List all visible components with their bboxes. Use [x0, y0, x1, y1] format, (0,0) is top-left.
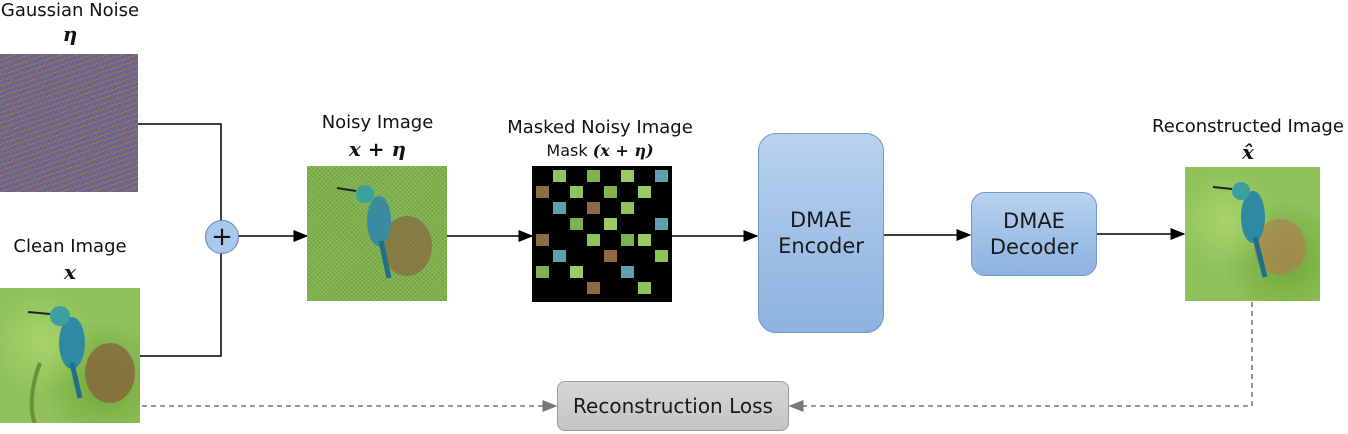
mask-visible-patch — [621, 170, 634, 182]
dmae-decoder-block: DMAE Decoder — [971, 192, 1097, 276]
clean-to-sum-line — [140, 251, 222, 357]
mask-visible-patch — [570, 266, 583, 278]
encoder-line2: Encoder — [778, 234, 864, 258]
gaussian-noise-symbol: η — [62, 22, 78, 46]
mask-visible-patch — [587, 202, 600, 214]
recon-to-loss-dashed — [788, 302, 1253, 412]
dmae-encoder-block: DMAE Encoder — [758, 133, 884, 333]
clean-image-symbol: x — [64, 260, 76, 284]
mask-visible-patch — [536, 186, 549, 198]
mask-visible-patch — [553, 250, 566, 262]
decoder-line1: DMAE — [1003, 209, 1065, 233]
mask-visible-patch — [536, 266, 549, 278]
mask-visible-patch — [536, 234, 549, 246]
gaussian-noise-image — [0, 54, 138, 192]
encoder-line1: DMAE — [790, 208, 852, 232]
plus-icon: + — [211, 222, 233, 252]
mask-visible-patch — [655, 250, 668, 262]
mask-visible-patch — [553, 170, 566, 182]
mask-expression: (x + η) — [592, 141, 654, 160]
masked-image-title: Masked Noisy Image — [507, 117, 693, 138]
mask-patch-grid — [536, 170, 668, 294]
noisy-image-title: Noisy Image — [321, 112, 434, 133]
reconstructed-image-symbol: x̂ — [1242, 140, 1254, 164]
masked-image-subtitle: Mask (x + η) — [495, 141, 705, 160]
mask-visible-patch — [638, 234, 651, 246]
mask-visible-patch — [587, 234, 600, 246]
mask-visible-patch — [638, 282, 651, 294]
mask-visible-patch — [621, 202, 634, 214]
clean-image-title: Clean Image — [13, 236, 127, 257]
mask-visible-patch — [655, 170, 668, 182]
noise-to-sum-line — [138, 123, 222, 221]
gaussian-noise-title: Gaussian Noise — [0, 0, 140, 21]
reconstruction-loss-box: Reconstruction Loss — [557, 381, 789, 431]
mask-visible-patch — [655, 218, 668, 230]
noisy-bird-illustration — [336, 185, 432, 279]
clean-bird-image — [0, 288, 140, 423]
mask-visible-patch — [604, 186, 617, 198]
sum-node: + — [205, 220, 239, 254]
recon-bird-illustration — [1212, 182, 1306, 278]
reconstructed-bird-image — [1185, 167, 1320, 301]
mask-visible-patch — [570, 186, 583, 198]
mask-visible-patch — [621, 234, 634, 246]
mask-visible-patch — [570, 218, 583, 230]
reconstructed-image-title: Reconstructed Image — [1152, 116, 1344, 137]
mask-visible-patch — [587, 170, 600, 182]
mask-word: Mask — [546, 141, 588, 160]
noisy-image-symbol: x + η — [348, 137, 407, 161]
mask-visible-patch — [638, 186, 651, 198]
mask-visible-patch — [604, 250, 617, 262]
mask-visible-patch — [553, 202, 566, 214]
mask-visible-patch — [621, 266, 634, 278]
noisy-bird-image — [307, 166, 447, 301]
masked-bird-image — [532, 166, 672, 302]
mask-visible-patch — [587, 282, 600, 294]
decoder-line2: Decoder — [989, 235, 1079, 259]
mask-visible-patch — [604, 218, 617, 230]
bird-illustration — [27, 306, 135, 423]
